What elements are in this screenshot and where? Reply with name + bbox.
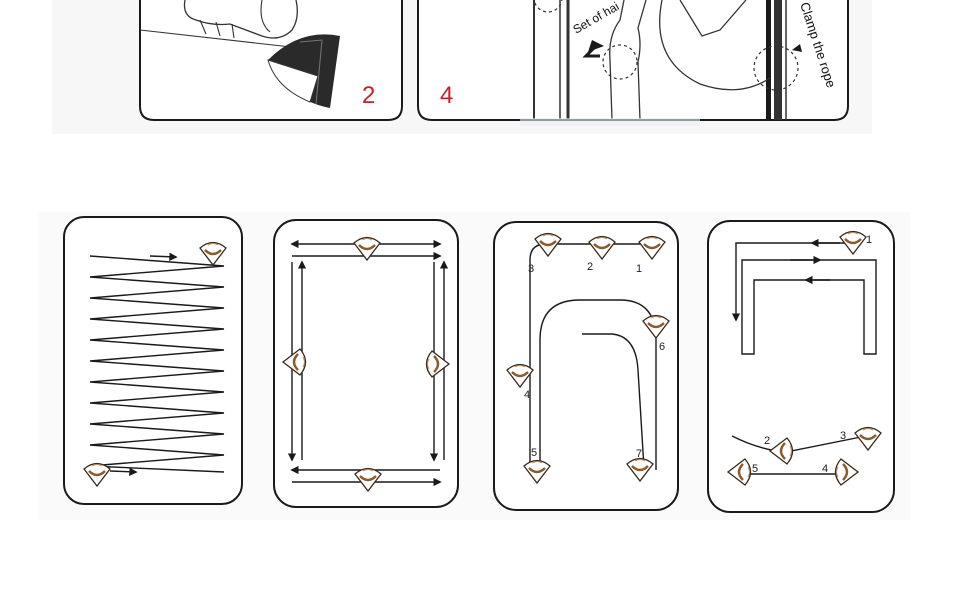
step-label: 6 xyxy=(659,341,665,353)
step-label: 4 xyxy=(524,389,530,401)
bracket-rope xyxy=(731,242,846,322)
step-label: 5 xyxy=(752,463,758,475)
top-panel-step-4: 4 Set of hai Clamp the rope xyxy=(417,0,849,121)
top-panel-step-2: 2 xyxy=(139,0,403,121)
arm-illustration xyxy=(609,0,647,121)
step-number: 2 xyxy=(362,82,375,109)
cone-clip-illustration xyxy=(267,34,340,108)
step-label: 1 xyxy=(866,234,872,246)
arrow-icon xyxy=(792,44,802,52)
step-label: 7 xyxy=(636,448,642,460)
zigzag-rope xyxy=(89,255,225,473)
step-label: 3 xyxy=(840,430,846,442)
step-label: 2 xyxy=(764,435,770,447)
rope-curve xyxy=(659,0,771,91)
highlight-circle xyxy=(602,44,638,80)
highlight-circle xyxy=(753,45,799,91)
step-label: 4 xyxy=(822,463,828,475)
pattern-panel-zigzag xyxy=(63,216,243,505)
pattern-panel-bracket: 1 2 3 4 5 xyxy=(707,220,895,513)
step-label: 3 xyxy=(528,263,534,275)
pattern-panel-rectangle xyxy=(273,219,459,508)
hand-illustration xyxy=(183,0,298,39)
step-label: 1 xyxy=(636,263,642,275)
step-label: 5 xyxy=(531,447,537,459)
step-number: 4 xyxy=(440,82,453,109)
pattern-panel-arch: 1 2 3 4 5 6 7 xyxy=(493,221,679,511)
door-frame xyxy=(533,0,787,120)
step-label: 2 xyxy=(587,261,593,273)
